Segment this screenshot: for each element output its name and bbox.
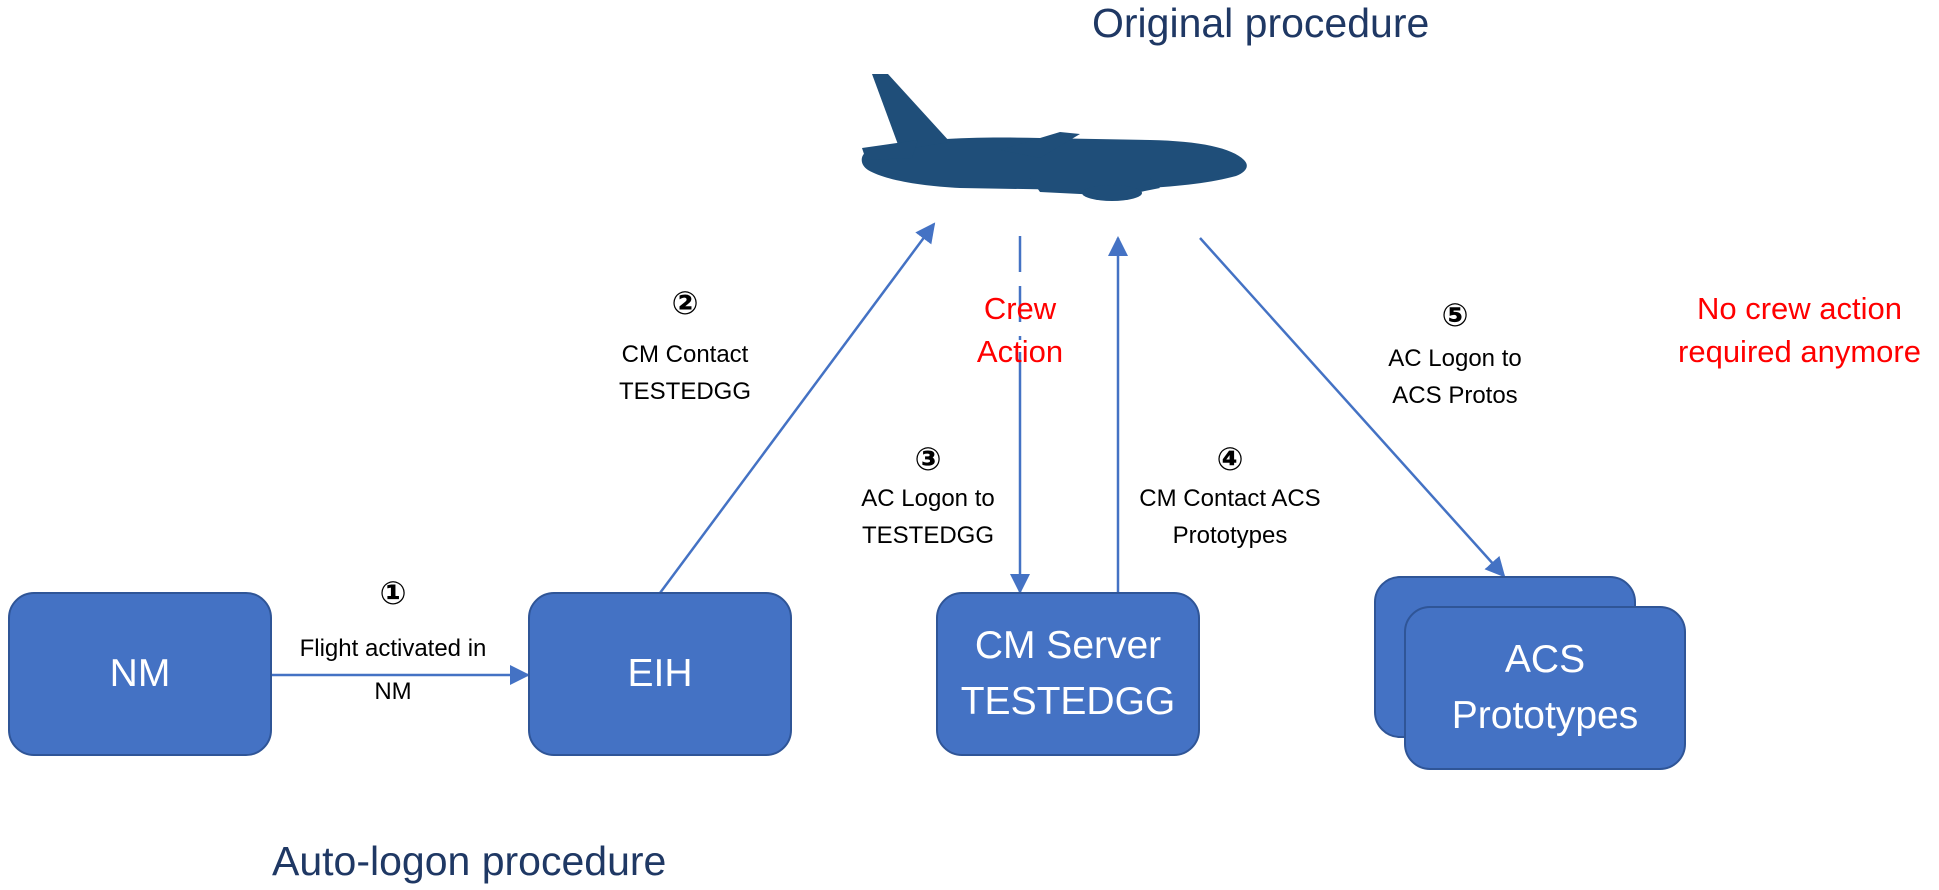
step-2-number: ② xyxy=(671,285,699,321)
airplane-icon xyxy=(861,74,1247,201)
step-1-label: ① Flight activated in NM xyxy=(268,574,518,710)
step-5-number: ⑤ xyxy=(1441,297,1469,333)
no-crew-line1: No crew action xyxy=(1696,291,1903,326)
crew-action-note: Crew Action xyxy=(960,287,1080,373)
step-4-number: ④ xyxy=(1216,441,1244,477)
node-cm-server-line1: CM Server xyxy=(974,624,1162,667)
step-4-line2: Prototypes xyxy=(1172,522,1288,549)
node-acs-prototypes: ACS Prototypes xyxy=(1404,606,1686,770)
step-4-line1: CM Contact ACS xyxy=(1139,485,1321,512)
step-5-line1: AC Logon to xyxy=(1388,345,1522,372)
step-2-line2: TESTEDGG xyxy=(618,378,751,405)
step-2-label: ② CM Contact TESTEDGG xyxy=(590,284,780,410)
original-procedure-title: Original procedure xyxy=(1092,0,1430,46)
no-crew-line2: required anymore xyxy=(1678,334,1921,369)
step-1-line2: NM xyxy=(374,678,412,705)
node-eih: EIH xyxy=(528,592,792,756)
step-3-label: ③ AC Logon to TESTEDGG xyxy=(838,440,1018,554)
step-5-label: ⑤ AC Logon to ACS Protos xyxy=(1360,296,1550,414)
step-5-line2: ACS Protos xyxy=(1392,382,1518,409)
step-3-number: ③ xyxy=(914,441,942,477)
node-acs-line1: ACS xyxy=(1504,638,1586,681)
step-3-line2: TESTEDGG xyxy=(861,522,994,549)
arrow-step-5 xyxy=(1199,237,1506,578)
no-crew-action-note: No crew action required anymore xyxy=(1660,287,1939,373)
step-1-line1: Flight activated in xyxy=(299,635,487,662)
node-nm: NM xyxy=(8,592,272,756)
step-3-line1: AC Logon to xyxy=(861,485,995,512)
arrow-step-2 xyxy=(658,222,936,594)
node-eih-label: EIH xyxy=(627,652,693,695)
step-4-label: ④ CM Contact ACS Prototypes xyxy=(1130,440,1330,554)
step-1-number: ① xyxy=(379,575,407,611)
node-nm-label: NM xyxy=(109,652,171,695)
auto-logon-procedure-title: Auto-logon procedure xyxy=(272,838,667,884)
node-acs-line2: Prototypes xyxy=(1451,694,1639,737)
node-cm-server: CM Server TESTEDGG xyxy=(936,592,1200,756)
node-cm-server-line2: TESTEDGG xyxy=(960,680,1176,723)
crew-action-line1: Crew xyxy=(983,291,1057,326)
step-2-line1: CM Contact xyxy=(621,341,749,368)
crew-action-line2: Action xyxy=(976,334,1064,369)
